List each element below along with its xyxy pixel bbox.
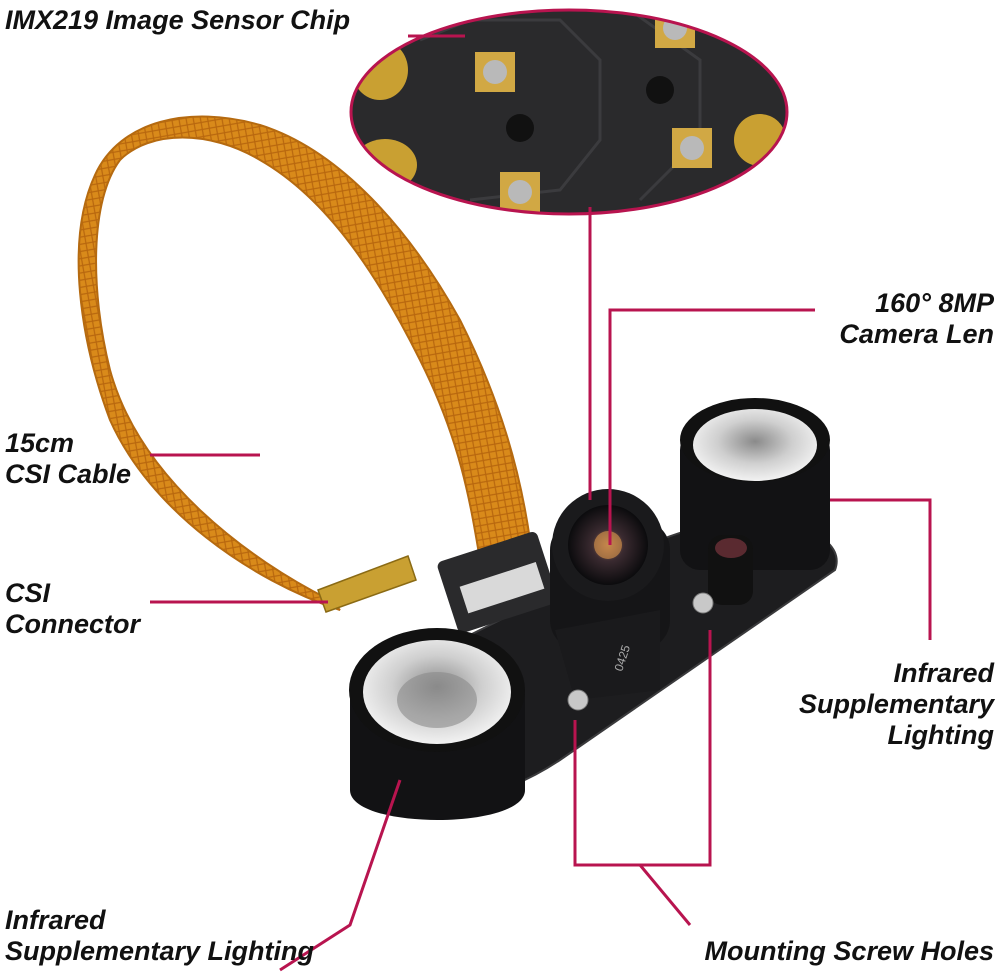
callout-mounting-to-label xyxy=(638,864,692,926)
camera-module-icon: 0425 xyxy=(349,398,838,820)
ribbon-cable-icon xyxy=(77,115,532,613)
callout-mounting xyxy=(573,630,712,867)
label-csi-connector: CSI Connector xyxy=(5,578,140,639)
label-ir-left: Infrared Supplementary Lighting xyxy=(5,905,315,966)
label-csi-cable: 15cm CSI Cable xyxy=(5,428,132,489)
callout-ir-left xyxy=(279,779,402,972)
label-ir-right: Infrared Supplementary Lighting xyxy=(798,658,994,750)
label-sensor-chip: IMX219 Image Sensor Chip xyxy=(5,5,351,35)
callout-ir-right xyxy=(830,498,932,640)
callout-lines xyxy=(150,34,932,972)
label-camera-lens: 160° 8MP Camera Len xyxy=(839,288,994,349)
label-mounting-holes: Mounting Screw Holes xyxy=(704,936,994,966)
callout-lens xyxy=(608,308,815,545)
